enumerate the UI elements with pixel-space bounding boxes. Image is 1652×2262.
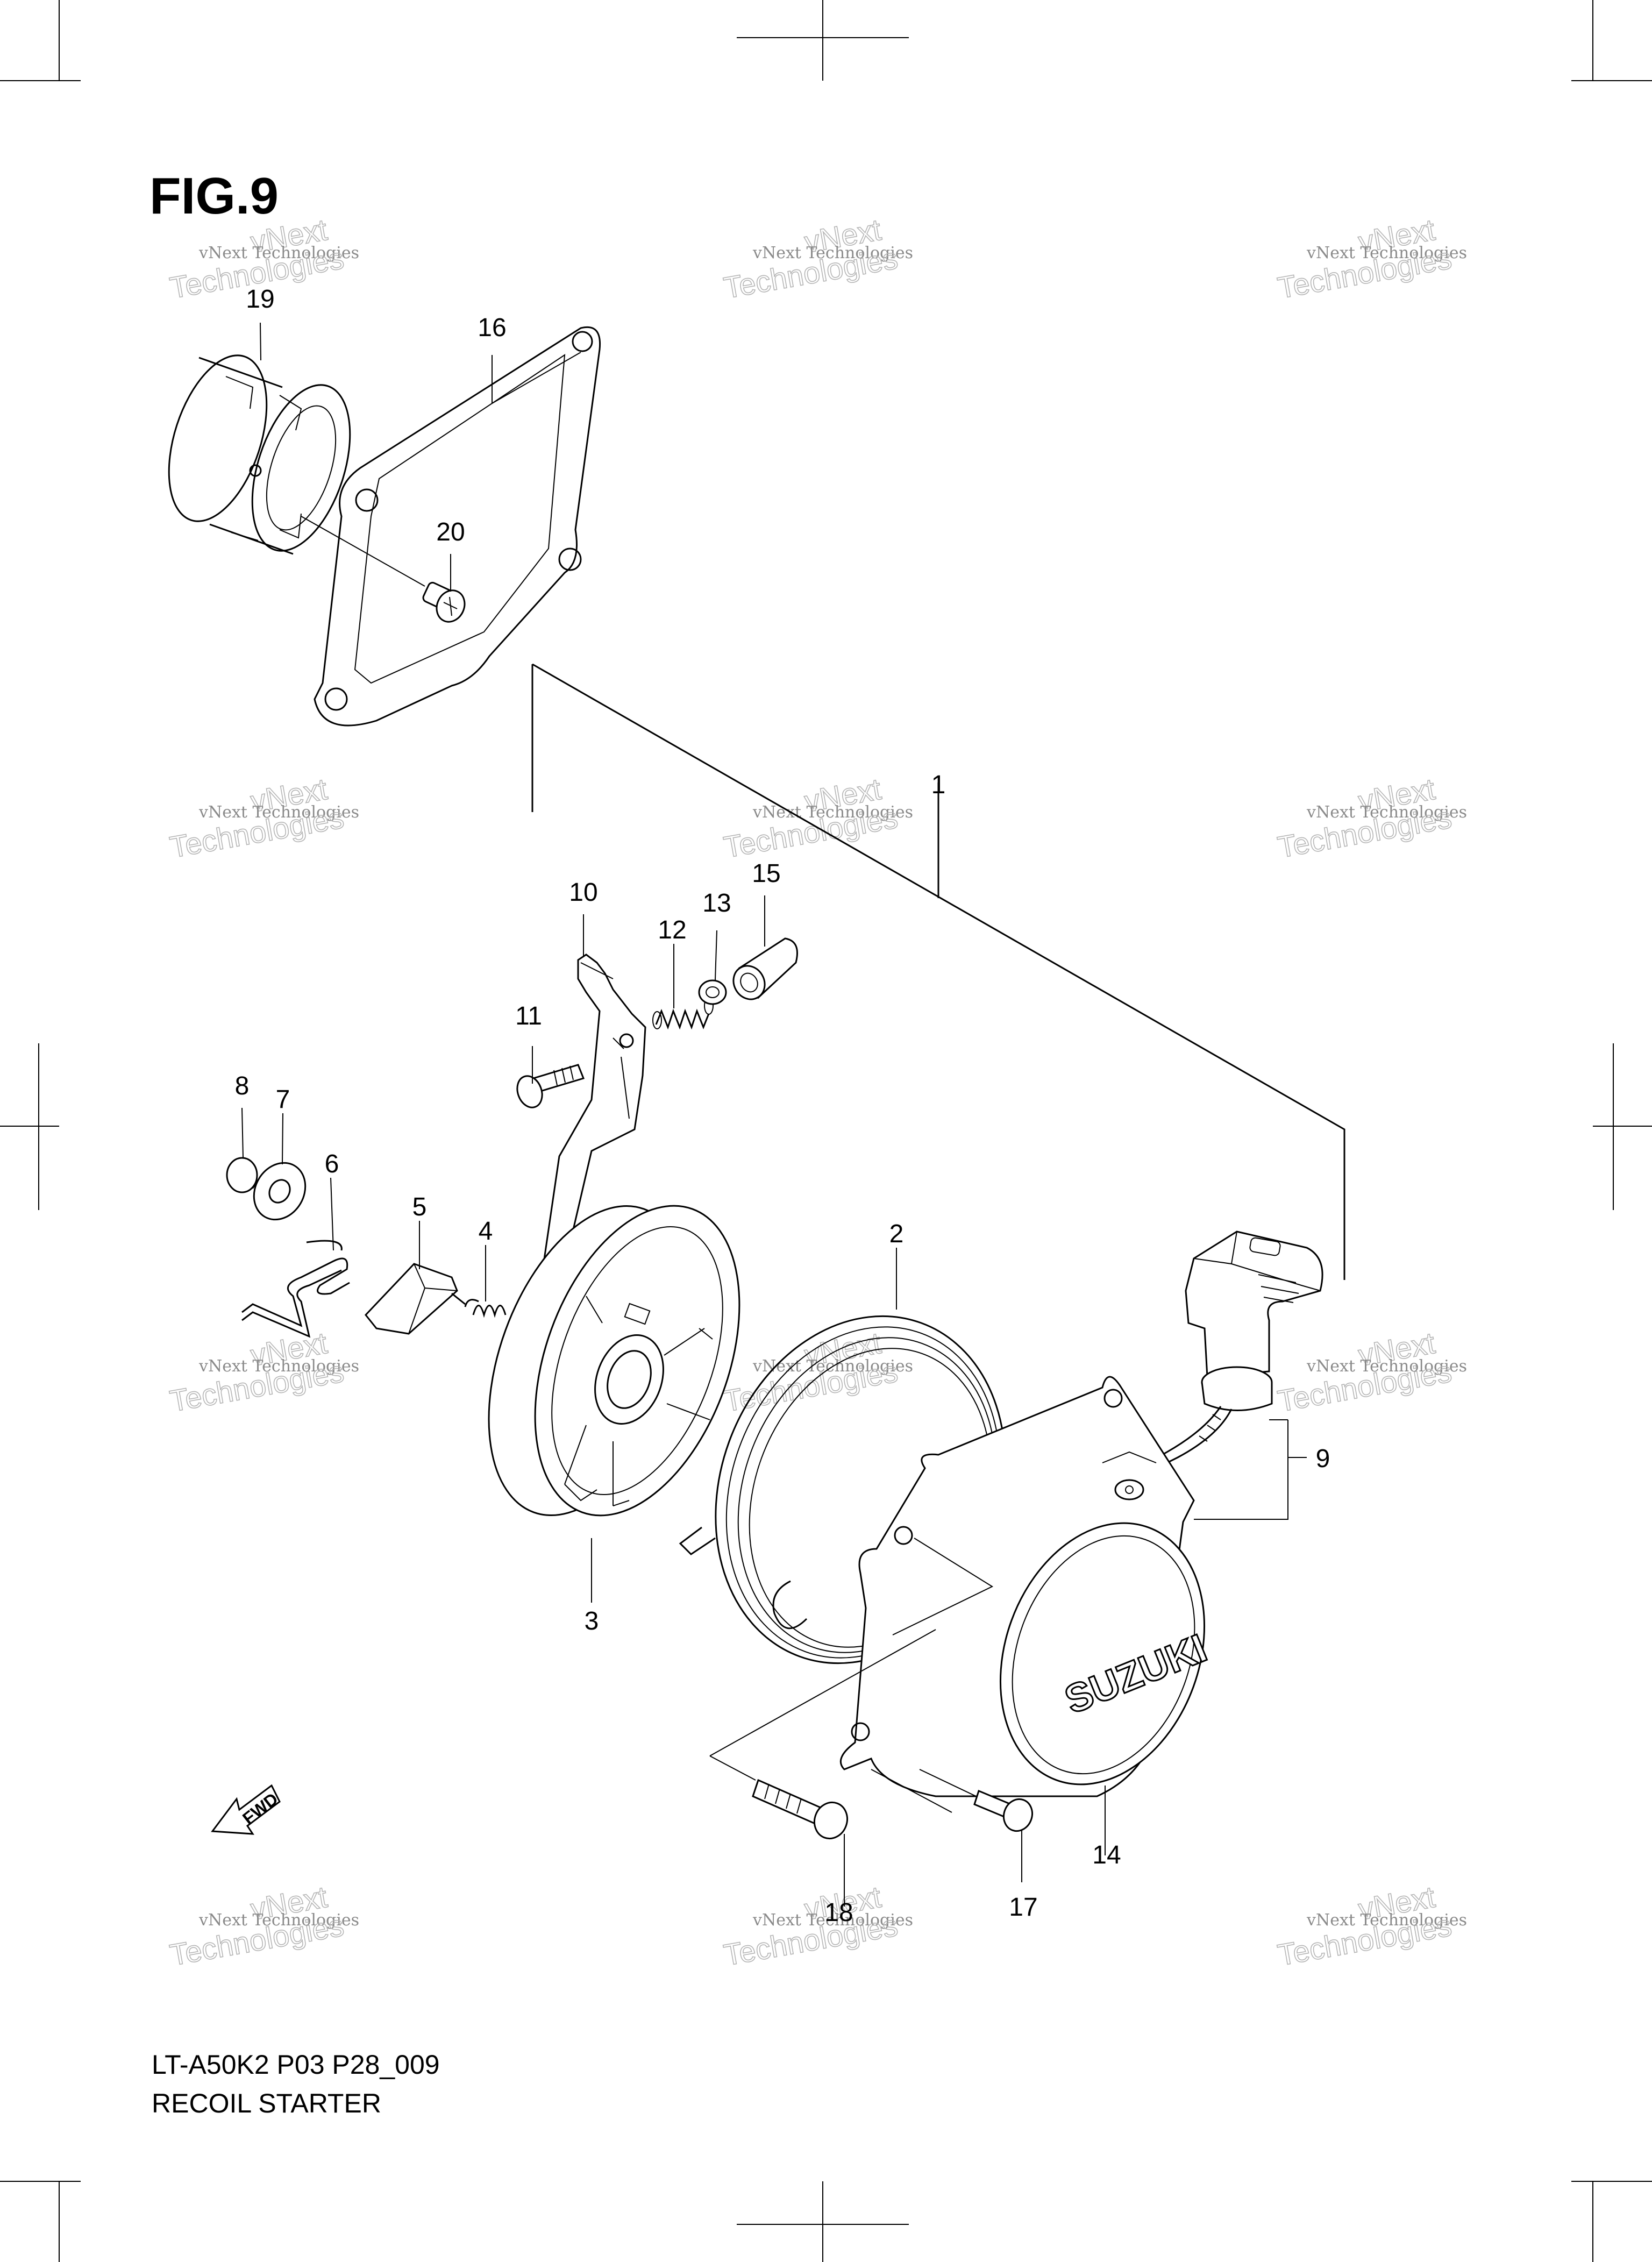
callout-17: 17: [1009, 1893, 1037, 1922]
part-15-cap: [732, 937, 798, 1000]
watermark: vNext vNext Technologies Technologies: [1274, 1325, 1467, 1419]
part-13-collar: [698, 979, 727, 1005]
watermark-layer: vNext vNext Technologies Technologies vN…: [167, 212, 1467, 1973]
callout-13: 13: [702, 889, 731, 917]
part-10-ratchet-guide: [542, 954, 646, 1279]
callout-1: 1: [931, 771, 946, 799]
part-8-circlip: [226, 1157, 259, 1193]
callout-6: 6: [325, 1150, 339, 1178]
watermark: vNext vNext Technologies Technologies: [167, 1325, 359, 1419]
watermark: vNext vNext Technologies Technologies: [167, 771, 359, 865]
callout-18: 18: [824, 1898, 853, 1927]
svg-text:vNext Technologies: vNext Technologies: [198, 244, 359, 262]
part-6-return-spring: [241, 1240, 350, 1338]
callout-9: 9: [1316, 1445, 1330, 1473]
part-17-bolt: [919, 1769, 1033, 1832]
svg-text:vNext Technologies: vNext Technologies: [198, 1911, 359, 1930]
part-9-starter-handle: [1123, 1230, 1323, 1493]
watermark: vNext vNext Technologies Technologies: [1274, 771, 1467, 865]
callout-3: 3: [585, 1607, 599, 1635]
section-name: RECOIL STARTER: [152, 2088, 381, 2118]
watermark: vNext vNext Technologies Technologies: [721, 1879, 913, 1973]
callout-20: 20: [436, 518, 465, 546]
callout-10: 10: [569, 878, 597, 907]
callout-8: 8: [235, 1072, 250, 1100]
svg-text:vNext Technologies: vNext Technologies: [1306, 1357, 1467, 1376]
watermark: vNext vNext Technologies Technologies: [721, 771, 913, 865]
callout-12: 12: [658, 916, 686, 944]
callout-4: 4: [479, 1217, 493, 1246]
callout-16: 16: [478, 314, 506, 342]
callout-2: 2: [889, 1220, 904, 1248]
part-7-washer: [253, 1162, 307, 1221]
svg-text:vNext Technologies: vNext Technologies: [1306, 244, 1467, 262]
part-14-starter-case: SUZUKI: [839, 1376, 1214, 1797]
callout-14: 14: [1092, 1841, 1121, 1869]
part-11-bolt: [516, 1064, 585, 1108]
callout-labels: 1 2 3 4 5 6 7 8 9 10 11 12 13 15 14 16 1…: [235, 285, 1330, 1927]
svg-text:vNext Technologies: vNext Technologies: [198, 803, 359, 822]
watermark: vNext vNext Technologies Technologies: [721, 1325, 913, 1419]
fwd-direction-arrow: FWD: [211, 1784, 282, 1835]
svg-text:vNext Technologies: vNext Technologies: [1306, 803, 1467, 822]
part-19-starter-drum: [168, 354, 425, 587]
callout-11: 11: [515, 1002, 542, 1030]
svg-text:vNext Technologies: vNext Technologies: [752, 1911, 913, 1930]
watermark: vNext vNext Technologies Technologies: [721, 212, 913, 305]
watermark: vNext vNext Technologies Technologies: [1274, 1879, 1467, 1973]
callout-5: 5: [412, 1193, 427, 1221]
svg-text:vNext Technologies: vNext Technologies: [752, 244, 913, 262]
callout-19: 19: [246, 285, 274, 314]
model-code: LT-A50K2 P03 P28_009: [152, 2050, 440, 2080]
watermark: vNext vNext Technologies Technologies: [1274, 212, 1467, 305]
svg-text:vNext Technologies: vNext Technologies: [1306, 1911, 1467, 1930]
part-18-bolt: [709, 1755, 848, 1840]
callout-7: 7: [276, 1085, 290, 1114]
part-3-rope-reel: [488, 1205, 740, 1517]
part-5-ratchet-pawl: [365, 1263, 458, 1335]
watermark: vNext vNext Technologies Technologies: [167, 1879, 359, 1973]
figure-title: FIG.9: [149, 167, 279, 225]
part-16-gasket: [314, 326, 601, 727]
svg-text:vNext Technologies: vNext Technologies: [198, 1357, 359, 1376]
callout-14-15: 15: [752, 859, 780, 888]
assembly-bracket-1: [531, 663, 1345, 1280]
part-4-spring: [451, 1292, 507, 1318]
part-20-bolt: [422, 581, 466, 623]
assembly-guide-lines: [709, 1629, 952, 1813]
leader-lines: [241, 322, 1307, 1907]
